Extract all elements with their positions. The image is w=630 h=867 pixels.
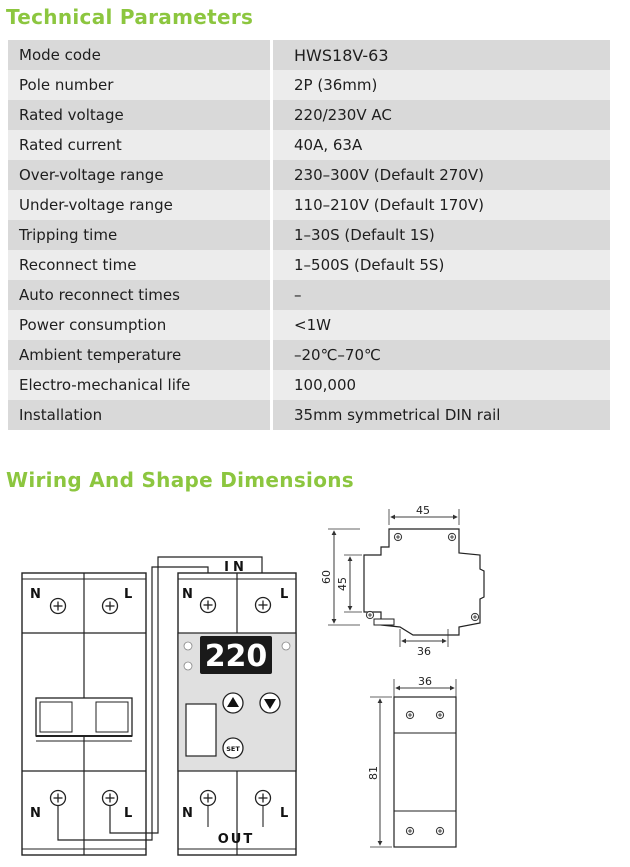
param-label: Over-voltage range — [8, 160, 273, 190]
terminal-screw-icon — [49, 789, 67, 807]
param-label: Mode code — [8, 40, 273, 70]
param-label: Reconnect time — [8, 250, 273, 280]
circuit-breaker: N L N L — [21, 572, 147, 856]
n-terminal-label: N — [182, 806, 193, 821]
n-terminal-label: N — [30, 587, 41, 602]
l-terminal-label: L — [280, 587, 288, 602]
terminal-screw-icon — [49, 597, 67, 615]
l-terminal-label: L — [124, 587, 132, 602]
terminal-screw-icon — [254, 789, 272, 807]
dim-side-inner-height: 45 — [336, 577, 349, 591]
param-label: Under-voltage range — [8, 190, 273, 220]
param-value: 35mm symmetrical DIN rail — [271, 400, 610, 430]
l-terminal-label: L — [280, 806, 288, 821]
param-value: <1W — [271, 310, 610, 340]
set-button[interactable] — [222, 737, 244, 759]
param-label: Tripping time — [8, 220, 273, 250]
table-row: Ambient temperature–20℃–70℃ — [8, 340, 610, 370]
param-label: Rated voltage — [8, 100, 273, 130]
param-value: 230–300V (Default 270V) — [271, 160, 610, 190]
terminal-screw-icon — [101, 789, 119, 807]
out-label: OUT — [218, 832, 254, 847]
dim-front-height: 81 — [367, 766, 380, 780]
table-row: Power consumption<1W — [8, 310, 610, 340]
dim-side-bottom: 36 — [417, 645, 431, 658]
terminal-screw-icon — [199, 596, 217, 614]
param-value: 1–30S (Default 1S) — [271, 220, 610, 250]
voltage-protector: 220 SET N L N L — [177, 572, 297, 856]
triangle-down-icon — [264, 699, 276, 709]
param-label: Power consumption — [8, 310, 273, 340]
param-value: 220/230V AC — [271, 100, 610, 130]
param-label: Installation — [8, 400, 273, 430]
param-label: Pole number — [8, 70, 273, 100]
label-window — [185, 703, 217, 757]
param-value: – — [271, 280, 610, 310]
terminal-screw-icon — [101, 597, 119, 615]
dim-side-height: 60 — [320, 570, 333, 584]
table-row: Auto reconnect times– — [8, 280, 610, 310]
set-button-label: SET — [226, 745, 240, 753]
dim-front-width: 36 — [418, 675, 432, 688]
param-label: Rated current — [8, 130, 273, 160]
param-value: 40A, 63A — [271, 130, 610, 160]
param-value: 100,000 — [271, 370, 610, 400]
wiring-lines — [57, 556, 263, 841]
param-value: –20℃–70℃ — [271, 340, 610, 370]
param-value: 2P (36mm) — [271, 70, 610, 100]
led-display — [200, 636, 272, 674]
terminal-screw-icon — [254, 596, 272, 614]
param-label: Auto reconnect times — [8, 280, 273, 310]
wiring-and-dimensions-drawing: N L N L 220 SET N — [21, 504, 485, 856]
dim-side-width: 45 — [416, 504, 430, 517]
front-view-drawing: 36 81 — [367, 675, 457, 848]
param-value: 1–500S (Default 5S) — [271, 250, 610, 280]
l-terminal-label: L — [124, 806, 132, 821]
param-label: Electro-mechanical life — [8, 370, 273, 400]
triangle-up-icon — [227, 697, 239, 707]
technical-parameters-heading: Technical Parameters — [6, 5, 254, 29]
param-label: Ambient temperature — [8, 340, 273, 370]
in-label: IN — [224, 560, 248, 575]
wiring-heading: Wiring And Shape Dimensions — [6, 468, 354, 492]
display-value: 220 — [205, 639, 268, 674]
n-terminal-label: N — [182, 587, 193, 602]
side-view-drawing: 45 60 45 36 — [320, 504, 485, 658]
terminal-screw-icon — [199, 789, 217, 807]
n-terminal-label: N — [30, 806, 41, 821]
param-value: HWS18V-63 — [271, 40, 610, 70]
param-value: 110–210V (Default 170V) — [271, 190, 610, 220]
